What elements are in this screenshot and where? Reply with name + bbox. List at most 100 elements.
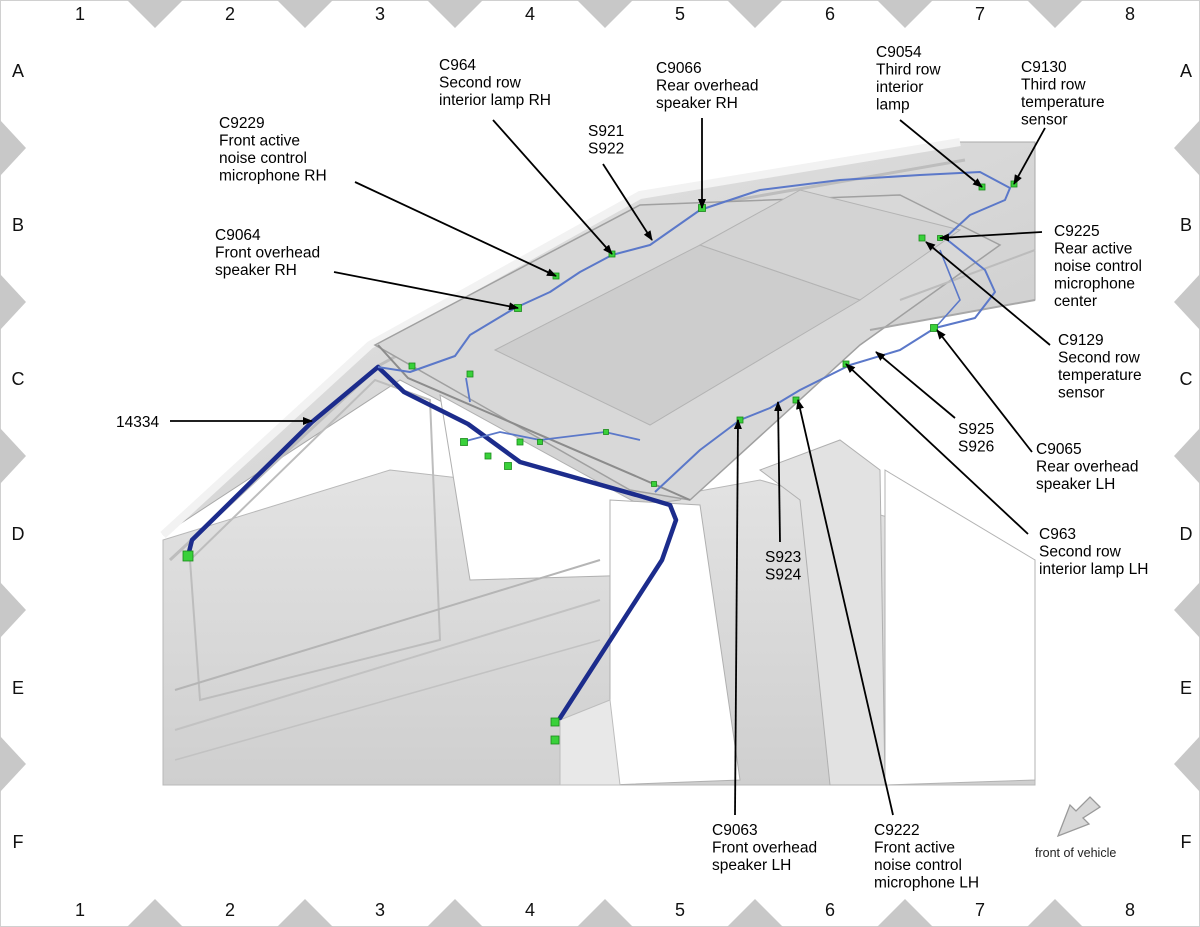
callout-line: Front active — [219, 133, 300, 150]
connector — [537, 439, 543, 445]
callout-line: Front active — [874, 840, 955, 857]
border-diamond-top — [877, 0, 933, 28]
connector — [651, 481, 657, 487]
column-label: 3 — [375, 900, 385, 920]
callout-line: Rear overhead — [1036, 459, 1139, 476]
callout-line: noise control — [219, 150, 307, 167]
callout-line: center — [1054, 293, 1097, 310]
leader-lines — [170, 118, 1051, 816]
callout-line: Rear active — [1054, 241, 1132, 258]
connector — [466, 370, 474, 378]
vehicle-body — [160, 138, 1036, 786]
arrow-icon — [1056, 796, 1102, 838]
callout-line: C9222 — [874, 822, 920, 839]
row-label: E — [12, 678, 24, 698]
border-diamond-top — [427, 0, 483, 28]
border-diamond-bottom — [127, 899, 183, 927]
callout-line: Front overhead — [712, 840, 817, 857]
connector — [460, 438, 468, 446]
border-diamond-right — [1174, 582, 1200, 638]
row-label: F — [13, 832, 24, 852]
column-label: 4 — [525, 900, 535, 920]
callout-line: temperature — [1021, 94, 1105, 111]
connector — [918, 234, 926, 242]
connector — [484, 452, 492, 460]
connector — [603, 429, 609, 435]
connector — [504, 462, 512, 470]
callout-line: Second row — [439, 75, 522, 92]
border-diamond-bottom — [1027, 899, 1083, 927]
callout-line: Rear overhead — [656, 78, 759, 95]
border-diamond-left — [0, 274, 26, 330]
border-diamond-bottom — [427, 899, 483, 927]
callout-line: interior lamp RH — [439, 92, 551, 109]
callout-line: S925 — [958, 421, 994, 438]
callout-line: speaker LH — [712, 857, 791, 874]
callout-line: speaker LH — [1036, 476, 1115, 493]
callout-line: Third row — [1021, 77, 1086, 94]
column-label: 2 — [225, 900, 235, 920]
callout-line: Third row — [876, 62, 941, 79]
callout-line: C9054 — [876, 44, 922, 61]
callout-line: 14334 — [116, 414, 159, 431]
callout-line: microphone — [1054, 276, 1135, 293]
column-label: 5 — [675, 4, 685, 24]
callout-line: C964 — [439, 57, 476, 74]
border-diamond-left — [0, 428, 26, 484]
callout-line: interior — [876, 79, 923, 96]
callout-line: C9065 — [1036, 441, 1082, 458]
callout-line: Second row — [1039, 544, 1122, 561]
callout-line: S926 — [958, 439, 994, 456]
row-label: F — [1181, 832, 1192, 852]
border-diamond-left — [0, 736, 26, 792]
column-label: 8 — [1125, 4, 1135, 24]
callout-line: interior lamp LH — [1039, 561, 1148, 578]
callout-line: temperature — [1058, 367, 1142, 384]
column-label: 6 — [825, 900, 835, 920]
connector — [550, 735, 560, 745]
connector — [516, 438, 524, 446]
column-label: 2 — [225, 4, 235, 24]
row-label: D — [1180, 524, 1193, 544]
row-label: D — [12, 524, 25, 544]
callout-line: noise control — [874, 857, 962, 874]
callout-line: C963 — [1039, 526, 1076, 543]
callout-w14334: 14334 — [116, 414, 159, 431]
border-diamond-bottom — [877, 899, 933, 927]
callout-line: C9063 — [712, 822, 758, 839]
callout-line: C9129 — [1058, 332, 1104, 349]
callout-line: C9066 — [656, 60, 702, 77]
border-diamond-right — [1174, 736, 1200, 792]
border-diamond-top — [727, 0, 783, 28]
callout-line: C9229 — [219, 115, 265, 132]
border-diamond-bottom — [277, 899, 333, 927]
border-diamond-bottom — [577, 899, 633, 927]
column-label: 1 — [75, 4, 85, 24]
callout-line: S924 — [765, 567, 802, 584]
callout-line: microphone LH — [874, 875, 979, 892]
connector — [408, 362, 416, 370]
border-diamond-left — [0, 582, 26, 638]
border-diamond-right — [1174, 120, 1200, 176]
callout-line: C9130 — [1021, 59, 1067, 76]
connector — [550, 717, 560, 727]
border-diamond-top — [277, 0, 333, 28]
border-diamond-top — [577, 0, 633, 28]
callout-line: S922 — [588, 141, 624, 158]
